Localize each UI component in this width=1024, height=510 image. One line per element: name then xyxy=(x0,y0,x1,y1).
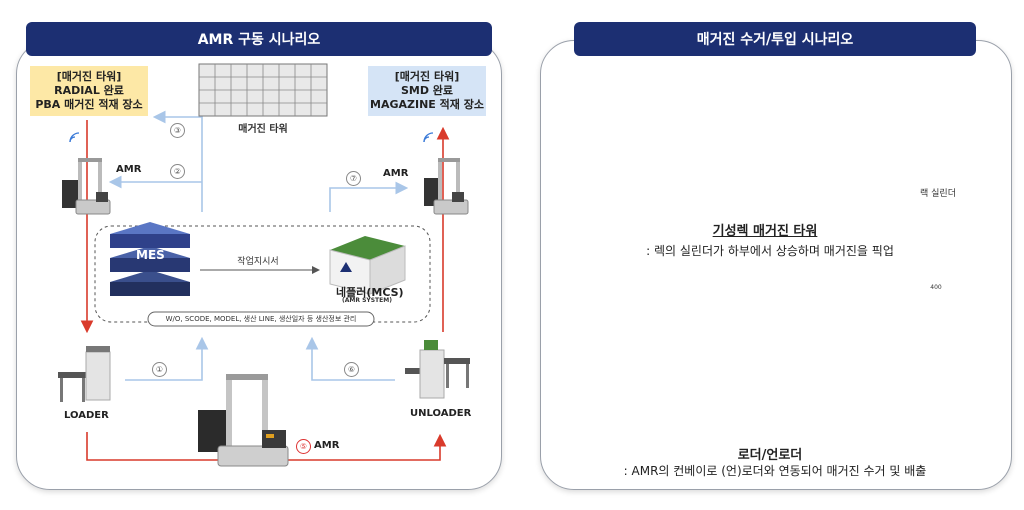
amr-robot-right xyxy=(424,158,469,215)
amr-scenario-title: AMR 구동 시나리오 xyxy=(26,22,492,56)
flow-step-1 xyxy=(125,336,209,381)
flow-step-3 xyxy=(152,110,203,212)
wifi-icon-right xyxy=(423,132,434,143)
amr-bottom-label: AMR xyxy=(314,440,340,451)
system-box xyxy=(94,225,431,323)
mcs-subtitle: (AMR SYSTEM) xyxy=(342,297,392,304)
note-radial-done: [매거진 타워] RADIAL 완료 PBA 매거진 적재 장소 xyxy=(30,66,148,116)
amr-robot-bottom xyxy=(198,374,289,467)
step-7-marker: ⑦ xyxy=(346,171,361,186)
loader-machine-image xyxy=(58,346,111,402)
rack-dimension-label: 400 xyxy=(930,284,942,291)
amr-left-label: AMR xyxy=(116,164,142,175)
unloader-machine-image xyxy=(405,340,470,399)
rack-tower-description: : 렉의 실린더가 하부에서 상승하며 매거진을 픽업 xyxy=(646,244,894,258)
production-info-bar: W/O, SCODE, MODEL, 생산 LINE, 생산일자 등 생산정보 … xyxy=(165,315,357,323)
note-smd-done: [매거진 타워] SMD 완료 MAGAZINE 적재 장소 xyxy=(368,66,486,116)
wifi-icon-left xyxy=(69,132,80,143)
magazine-tower-label: 매거진 타워 xyxy=(238,124,288,135)
mcs-title: 네플러(MCS) xyxy=(336,286,404,299)
step-1-marker: ① xyxy=(152,362,167,377)
loader-label: LOADER xyxy=(64,410,109,421)
step-3-marker: ③ xyxy=(170,123,185,138)
unloader-label: UNLOADER xyxy=(410,408,472,419)
loader-unloader-description: : AMR의 컨베이로 (언)로더와 연동되어 매거진 수거 및 배출 xyxy=(623,464,927,478)
magazine-scenario-title: 매거진 수거/투입 시나리오 xyxy=(574,22,976,56)
amr-robot-left xyxy=(62,158,111,215)
info-bar-frame xyxy=(147,311,375,327)
flow-step-6 xyxy=(305,336,395,381)
step-5-marker: ⑤ xyxy=(296,439,311,454)
step-2-marker: ② xyxy=(170,164,185,179)
instruction-label: 작업지시서 xyxy=(237,257,279,267)
mes-server-image xyxy=(110,222,190,296)
rack-tower-title: 기성렉 매거진 타워 xyxy=(712,224,818,239)
rack-cylinder-caption: 랙 실린더 xyxy=(920,189,956,199)
loader-unloader-title: 로더/언로더 xyxy=(737,448,803,463)
magazine-tower-image xyxy=(198,63,328,117)
mcs-device-image xyxy=(329,236,406,295)
amr-right-label: AMR xyxy=(383,168,409,179)
mes-label: MES xyxy=(136,248,165,262)
magazine-scenario-panel xyxy=(540,40,1012,490)
step-6-marker: ⑥ xyxy=(344,362,359,377)
flow-step-7 xyxy=(329,181,409,212)
